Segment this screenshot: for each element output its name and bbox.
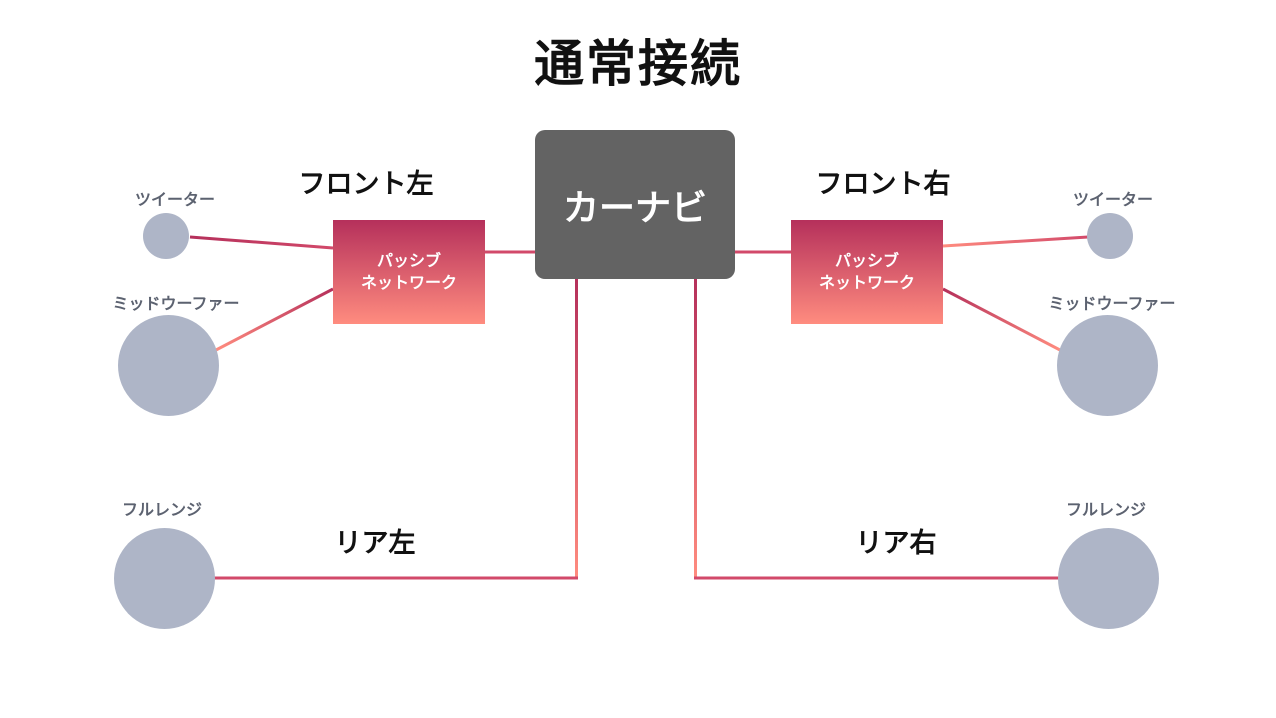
wire-network-tweeter-left <box>189 235 334 250</box>
network-left-line1: パッシブ <box>376 251 441 270</box>
fullrange-right <box>1058 528 1159 629</box>
network-right-line2: ネットワーク <box>818 273 915 292</box>
midwoofer-left <box>118 315 219 416</box>
midwoofer-left-label: ミッドウーファー <box>112 294 240 313</box>
tweeter-left-label: ツイーター <box>134 190 216 209</box>
midwoofer-right <box>1057 315 1158 416</box>
wire-network-midwoofer-left <box>215 287 334 352</box>
diagram-title: 通常接続 <box>534 35 742 93</box>
rear-right-label: リア右 <box>855 528 937 559</box>
passive-network-left: パッシブ ネットワーク <box>333 220 485 324</box>
wire-network-tweeter-right <box>942 235 1089 248</box>
fullrange-left <box>114 528 215 629</box>
fullrange-left-label: フルレンジ <box>121 500 203 519</box>
tweeter-right <box>1087 213 1133 259</box>
passive-network-right: パッシブ ネットワーク <box>791 220 943 324</box>
tweeter-right-label: ツイーター <box>1072 190 1154 209</box>
midwoofer-right-label: ミッドウーファー <box>1048 294 1176 313</box>
tweeter-left <box>143 213 189 259</box>
head-unit-label: カーナビ <box>562 187 707 229</box>
fullrange-right-label: フルレンジ <box>1065 500 1147 519</box>
rear-left-label: リア左 <box>334 528 416 559</box>
front-right-label: フロント右 <box>815 169 951 200</box>
head-unit: カーナビ <box>535 130 735 279</box>
wire-rear-right-vertical <box>694 279 697 579</box>
network-left-line2: ネットワーク <box>360 273 457 292</box>
wire-network-midwoofer-right <box>942 287 1061 352</box>
front-left-label: フロント左 <box>298 169 434 200</box>
network-right-line1: パッシブ <box>834 251 899 270</box>
wire-rear-left-vertical <box>575 279 578 579</box>
